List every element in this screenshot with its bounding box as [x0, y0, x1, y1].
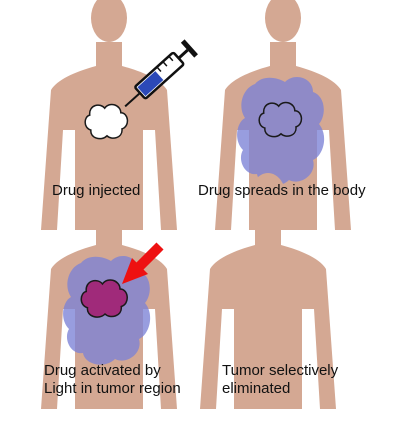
panel-drug-activated	[41, 173, 177, 409]
panel-drug-injected	[41, 0, 198, 230]
light-arrow-icon	[122, 242, 164, 284]
caption-line: Drug activated by	[44, 362, 161, 379]
caption-line: eliminated	[222, 380, 291, 397]
caption-line: Light in tumor region	[44, 380, 181, 397]
caption-step-4: Tumor selectively eliminated	[222, 362, 338, 398]
caption-line: Drug spreads in the body	[198, 182, 366, 199]
caption-step-1: Drug injected	[52, 182, 140, 200]
syringe-icon	[124, 39, 198, 108]
caption-step-2: Drug spreads in the body	[198, 182, 366, 200]
caption-step-3: Drug activated by Light in tumor region	[44, 362, 181, 398]
caption-line: Tumor selectively	[222, 362, 339, 379]
drug-spread-cloud	[237, 77, 325, 186]
caption-line: Drug injected	[52, 182, 141, 199]
